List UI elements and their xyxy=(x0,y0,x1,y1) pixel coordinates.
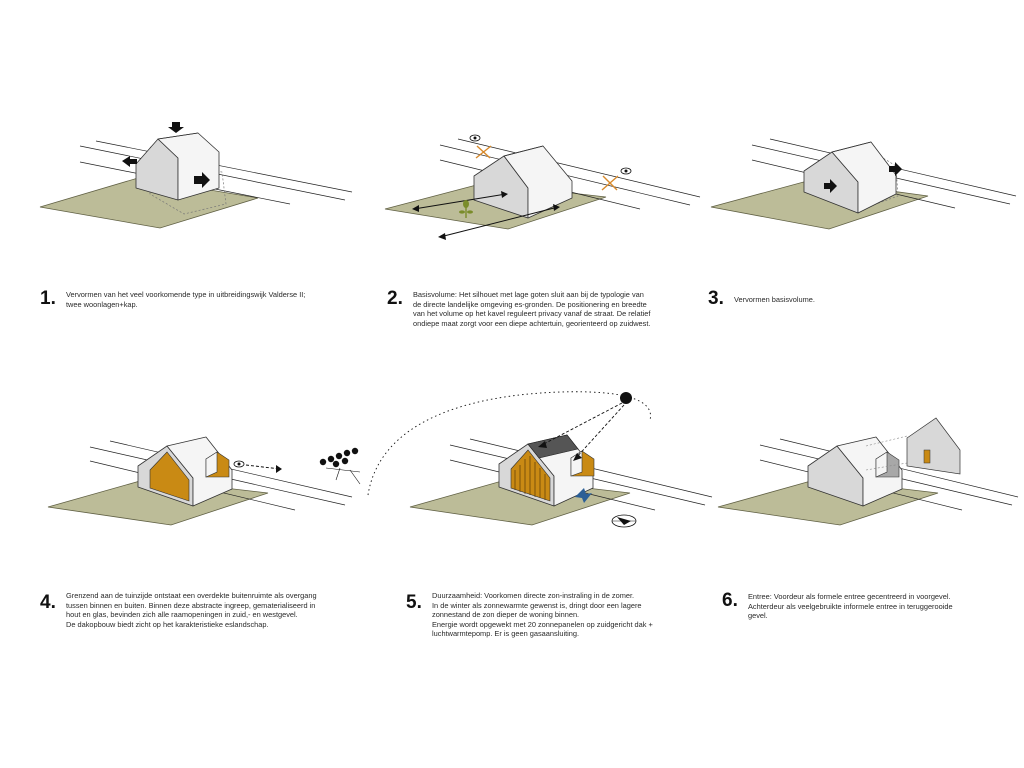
sun-ray xyxy=(574,404,625,460)
dimension-arrow-icon xyxy=(412,191,560,240)
caption-line: Grenzend aan de tuinzijde ontstaat een o… xyxy=(66,591,317,600)
step-caption: Grenzend aan de tuinzijde ontstaat een o… xyxy=(66,591,317,629)
ghost-volume xyxy=(149,146,227,215)
caption-line: Vervormen van het veel voorkomende type … xyxy=(66,290,306,299)
cross-icon xyxy=(601,175,619,191)
solar-panels xyxy=(527,434,579,459)
arrow-right-icon xyxy=(194,172,210,188)
sun-path xyxy=(367,391,651,496)
step-caption: Duurzaamheid: Voorkomen directe zon-inst… xyxy=(432,591,653,639)
caption-line: Basisvolume: Het silhouet met lage goten… xyxy=(413,290,644,299)
step-number: 2. xyxy=(387,288,403,309)
sun-ray-arrow xyxy=(573,453,582,461)
arrow-down-icon xyxy=(168,122,184,133)
panel-3-illustration xyxy=(710,138,1017,230)
projection-line xyxy=(865,435,908,447)
sun-ray xyxy=(539,402,623,447)
facade-icon xyxy=(906,417,961,475)
street-line xyxy=(95,140,353,193)
arrow-right-icon xyxy=(824,179,837,193)
caption-line: zonnestand de zon dieper de woning binne… xyxy=(432,610,580,620)
caption-line: Achterdeur als veelgebruikte informele e… xyxy=(748,601,953,611)
sun-icon xyxy=(620,392,632,404)
caption-line: Entree: Voordeur als formele entree gece… xyxy=(748,592,951,601)
caption-line: twee woonlagen+kap. xyxy=(66,299,138,309)
covered-terrace-wood xyxy=(149,451,190,502)
step-number: 3. xyxy=(708,288,724,309)
step-caption: Entree: Voordeur als formele entree gece… xyxy=(748,592,953,621)
eye-icon xyxy=(469,134,481,142)
panel-5-illustration xyxy=(367,391,713,528)
panel-2-illustration xyxy=(384,134,701,240)
ridge-line xyxy=(503,145,544,157)
plant-icon xyxy=(459,200,473,218)
caption-line: tussen binnen en buiten. Binnen deze abs… xyxy=(66,600,316,610)
caption-line: Vervormen basisvolume. xyxy=(734,295,815,304)
timber-slats xyxy=(514,456,546,500)
panel-6-illustration xyxy=(717,417,1019,526)
ridge-line xyxy=(157,132,199,140)
roof-dormer-face xyxy=(875,451,888,478)
ridge-line xyxy=(831,141,872,153)
projection-line xyxy=(865,462,908,471)
eye-icon xyxy=(233,460,245,468)
view-line xyxy=(245,464,281,470)
caption-line: hout en glas, bevinden zich alle raamope… xyxy=(66,610,298,620)
trees-icon xyxy=(319,447,361,485)
view-arrow xyxy=(276,465,282,473)
step-caption: Basisvolume: Het silhouet met lage goten… xyxy=(413,290,650,328)
step-number: 4. xyxy=(40,592,56,613)
panel-1-illustration xyxy=(39,122,353,229)
panel-4-illustration xyxy=(47,436,361,526)
street-line xyxy=(457,138,701,198)
sun-ray-arrow xyxy=(538,441,547,448)
caption-line: van het volume op het kavel reguleert pr… xyxy=(413,309,651,319)
caption-line: Duurzaamheid: Voorkomen directe zon-inst… xyxy=(432,591,635,600)
door-icon xyxy=(923,449,931,464)
roof-dormer-face xyxy=(205,451,218,478)
cross-icon xyxy=(475,145,492,159)
caption-line: De dakopbouw biedt zicht op het karakter… xyxy=(66,619,269,629)
step-number: 1. xyxy=(40,288,56,309)
caption-line: ondiepe maat zorgt voor een diepe achter… xyxy=(413,318,651,328)
ghost-volume xyxy=(869,149,899,205)
arrow-right-icon xyxy=(889,162,902,176)
sun-shadow xyxy=(575,488,592,503)
step-number: 5. xyxy=(406,592,422,613)
step-number: 6. xyxy=(722,590,738,611)
caption-line: luchtwarmtepomp. Er is geen gasaansluiti… xyxy=(432,629,580,639)
caption-line: gevel. xyxy=(748,611,768,621)
caption-line: de directe landelijke omgeving es-gronde… xyxy=(413,299,647,309)
compass-icon xyxy=(611,514,637,528)
caption-line: Energie wordt opgewekt met 20 zonnepanel… xyxy=(432,619,653,629)
arrow-left-icon xyxy=(122,156,137,167)
step-caption: Vervormen van het veel voorkomende type … xyxy=(66,290,305,309)
step-caption: Vervormen basisvolume. xyxy=(734,295,815,305)
eye-icon xyxy=(620,167,632,175)
caption-line: In de winter als zonnewarmte gewenst is,… xyxy=(432,600,642,610)
